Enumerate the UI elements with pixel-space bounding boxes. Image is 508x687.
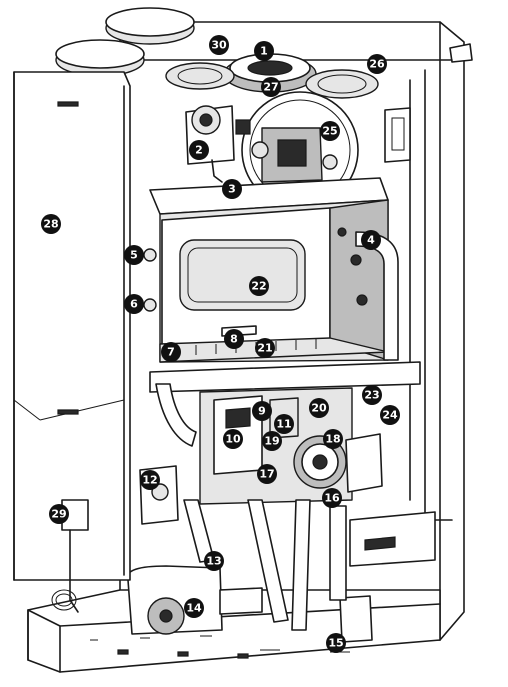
callout-25-label: 25 bbox=[322, 125, 337, 138]
combustion-chamber bbox=[143, 177, 399, 363]
callout-13: 13 bbox=[204, 551, 224, 571]
callout-2-label: 2 bbox=[195, 144, 203, 157]
callout-20-label: 20 bbox=[311, 402, 327, 415]
callout-9: 9 bbox=[252, 401, 272, 421]
callout-22-label: 22 bbox=[251, 280, 266, 293]
callout-30-label: 30 bbox=[211, 39, 227, 52]
callout-4-label: 4 bbox=[367, 234, 375, 247]
callout-28: 28 bbox=[41, 214, 61, 234]
callout-23-label: 23 bbox=[364, 389, 379, 402]
callout-4: 4 bbox=[361, 230, 381, 250]
callout-14: 14 bbox=[184, 598, 204, 618]
callout-24: 24 bbox=[380, 405, 400, 425]
callout-11-label: 11 bbox=[276, 418, 291, 431]
callout-15-label: 15 bbox=[328, 637, 343, 650]
callout-27-label: 27 bbox=[263, 81, 278, 94]
callout-29: 29 bbox=[49, 504, 69, 524]
callout-26: 26 bbox=[367, 54, 387, 74]
callout-27: 27 bbox=[261, 77, 281, 97]
callout-10: 10 bbox=[223, 429, 243, 449]
callout-19: 19 bbox=[262, 431, 282, 451]
callout-12: 12 bbox=[140, 470, 160, 490]
callout-2: 2 bbox=[189, 140, 209, 160]
callout-20: 20 bbox=[309, 398, 329, 418]
callout-24-label: 24 bbox=[382, 409, 398, 422]
callout-21: 21 bbox=[255, 338, 275, 358]
callout-14-label: 14 bbox=[186, 602, 202, 615]
callout-22: 22 bbox=[249, 276, 269, 296]
callout-6-label: 6 bbox=[130, 298, 138, 311]
callout-17: 17 bbox=[257, 464, 277, 484]
front-cover-panel bbox=[13, 71, 131, 613]
flue-assembly bbox=[55, 7, 379, 99]
callout-3: 3 bbox=[222, 179, 242, 199]
callout-10-label: 10 bbox=[225, 433, 241, 446]
callout-18-label: 18 bbox=[325, 433, 340, 446]
callout-15: 15 bbox=[326, 633, 346, 653]
callout-6: 6 bbox=[124, 294, 144, 314]
callout-16-label: 16 bbox=[324, 492, 340, 505]
callout-17-label: 17 bbox=[259, 468, 274, 481]
callout-7-label: 7 bbox=[167, 346, 175, 359]
callout-8-label: 8 bbox=[230, 333, 238, 346]
callout-13-label: 13 bbox=[206, 555, 221, 568]
callout-5: 5 bbox=[124, 245, 144, 265]
callout-30: 30 bbox=[209, 35, 229, 55]
callout-3-label: 3 bbox=[228, 183, 236, 196]
callout-11: 11 bbox=[274, 414, 294, 434]
callout-8: 8 bbox=[224, 329, 244, 349]
fan-assembly bbox=[185, 91, 359, 209]
callout-23: 23 bbox=[362, 385, 382, 405]
callout-21-label: 21 bbox=[257, 342, 272, 355]
callout-28-label: 28 bbox=[43, 218, 58, 231]
callout-7: 7 bbox=[161, 342, 181, 362]
callout-16: 16 bbox=[322, 488, 342, 508]
callout-9-label: 9 bbox=[258, 405, 266, 418]
callout-18: 18 bbox=[323, 429, 343, 449]
callout-19-label: 19 bbox=[264, 435, 279, 448]
callout-26-label: 26 bbox=[369, 58, 385, 71]
hydraulic-group bbox=[51, 361, 421, 635]
callout-12-label: 12 bbox=[142, 474, 157, 487]
callout-29-label: 29 bbox=[51, 508, 66, 521]
callout-1: 1 bbox=[254, 41, 274, 61]
callout-1-label: 1 bbox=[260, 45, 268, 58]
callout-25: 25 bbox=[320, 121, 340, 141]
callout-5-label: 5 bbox=[130, 249, 138, 262]
